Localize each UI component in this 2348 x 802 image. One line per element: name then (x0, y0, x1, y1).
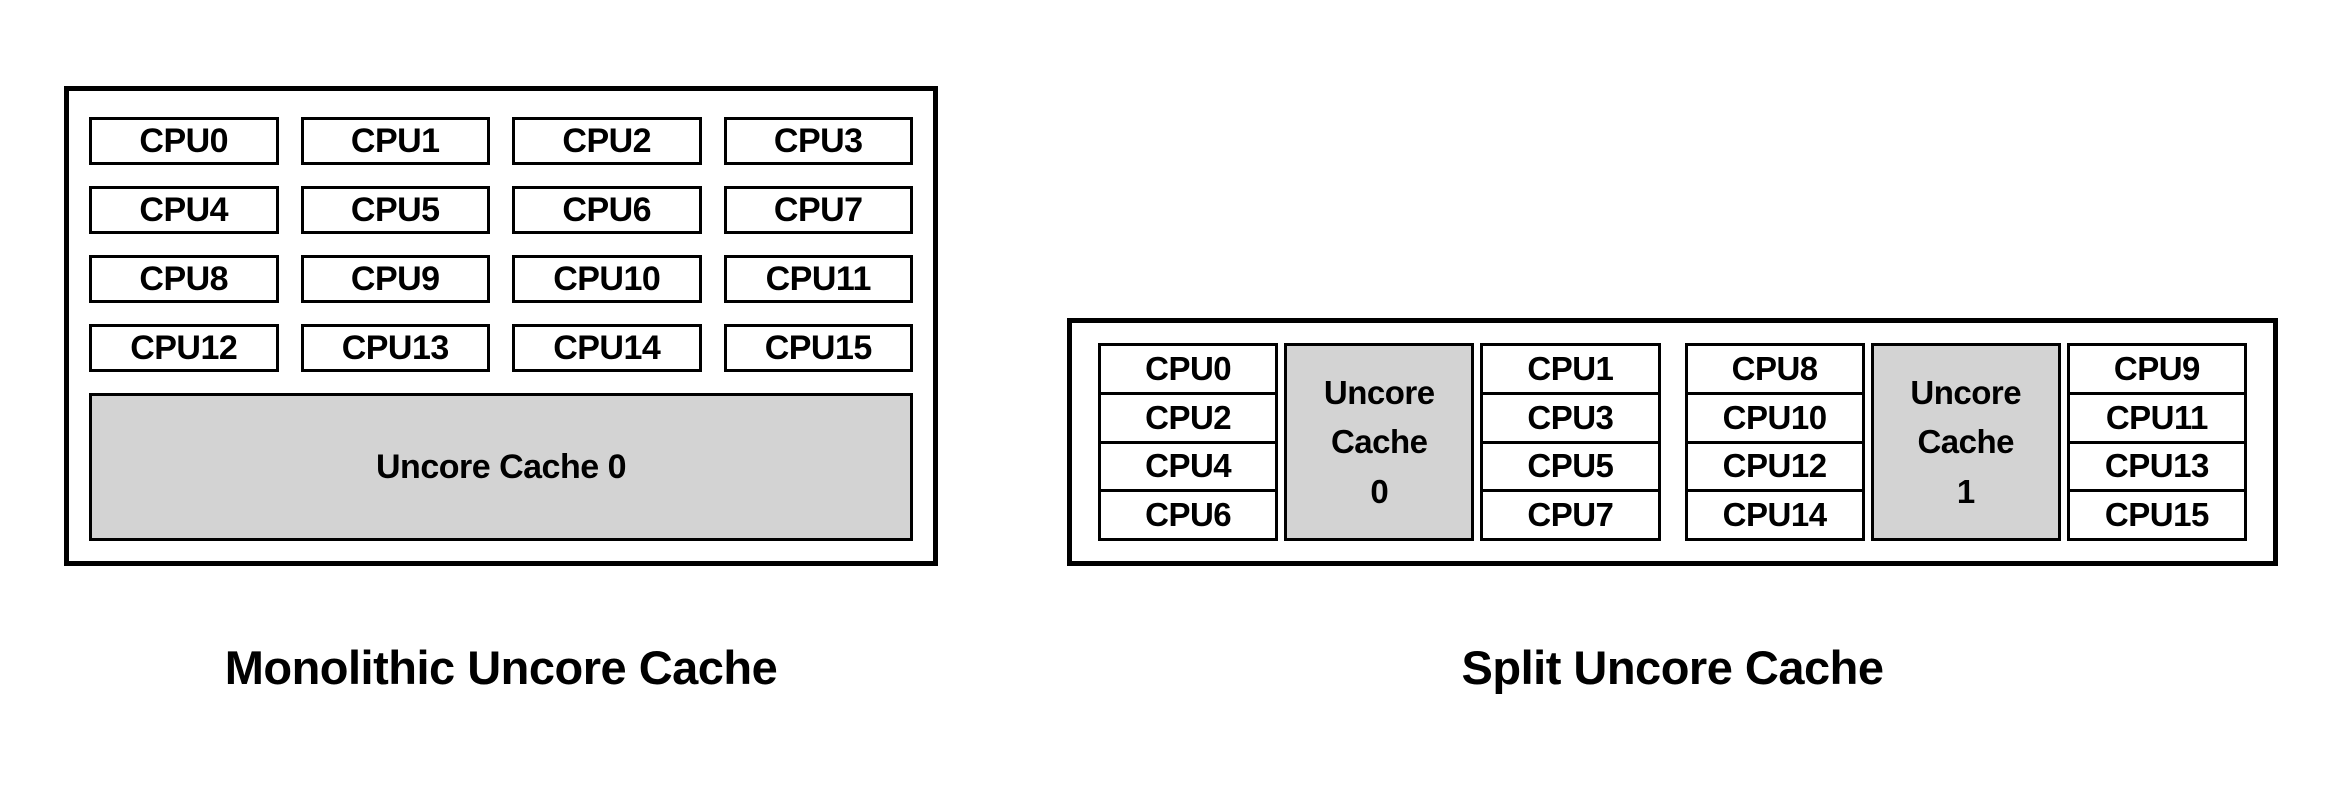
cpu-box: CPU3 (723, 117, 913, 165)
cpu-cell: CPU10 (1684, 391, 1865, 444)
cpu-box: CPU2 (512, 117, 702, 165)
cpu-box: CPU0 (89, 117, 279, 165)
cpu-cell: CPU9 (2066, 343, 2247, 395)
cpu-box: CPU6 (512, 186, 702, 234)
uncore-cache-0-box-split: Uncore Cache 0 (1284, 343, 1475, 541)
cpu-cell: CPU7 (1480, 489, 1661, 541)
cpu-cell: CPU8 (1684, 343, 1865, 395)
cpu-box: CPU11 (723, 255, 913, 303)
cpu-cell: CPU13 (2066, 440, 2247, 493)
uncore-cache-1-box-split: Uncore Cache 1 (1870, 343, 2061, 541)
cpu-cell: CPU1 (1480, 343, 1661, 395)
cpu-cell: CPU12 (1684, 440, 1865, 493)
cpu-cell: CPU14 (1684, 489, 1865, 541)
split-diagram: CPU0 CPU2 CPU4 CPU6 Uncore Cache 0 CPU1 … (1067, 318, 2278, 566)
monolithic-caption: Monolithic Uncore Cache (224, 641, 778, 694)
cluster-0-right-column: CPU1 CPU3 CPU5 CPU7 (1480, 343, 1661, 541)
cluster-0-left-column: CPU0 CPU2 CPU4 CPU6 (1098, 343, 1279, 541)
cpu-cell: CPU3 (1480, 391, 1661, 444)
cpu-box: CPU10 (512, 255, 702, 303)
cpu-box: CPU7 (723, 186, 913, 234)
cpu-cell: CPU5 (1480, 440, 1661, 493)
monolithic-diagram: CPU0 CPU1 CPU2 CPU3 CPU4 CPU5 CPU6 CPU7 … (64, 86, 938, 566)
cpu-box: CPU4 (89, 186, 279, 234)
split-cluster-1: CPU8 CPU10 CPU12 CPU14 Uncore Cache 1 CP… (1684, 343, 2247, 541)
cpu-cell: CPU6 (1098, 489, 1279, 541)
cpu-cell: CPU15 (2066, 489, 2247, 541)
cpu-box: CPU12 (89, 324, 279, 372)
cpu-box: CPU9 (300, 255, 490, 303)
cpu-cell: CPU4 (1098, 440, 1279, 493)
cpu-cell: CPU0 (1098, 343, 1279, 395)
cpu-box: CPU8 (89, 255, 279, 303)
cpu-box: CPU13 (300, 324, 490, 372)
cpu-cell: CPU11 (2066, 391, 2247, 444)
cluster-1-left-column: CPU8 CPU10 CPU12 CPU14 (1684, 343, 1865, 541)
monolithic-cpu-grid: CPU0 CPU1 CPU2 CPU3 CPU4 CPU5 CPU6 CPU7 … (89, 117, 913, 372)
cpu-box: CPU15 (723, 324, 913, 372)
cpu-cell: CPU2 (1098, 391, 1279, 444)
uncore-cache-0-box: Uncore Cache 0 (89, 393, 913, 541)
split-cluster-0: CPU0 CPU2 CPU4 CPU6 Uncore Cache 0 CPU1 … (1098, 343, 1661, 541)
cpu-box: CPU1 (300, 117, 490, 165)
cluster-1-right-column: CPU9 CPU11 CPU13 CPU15 (2066, 343, 2247, 541)
split-caption: Split Uncore Cache (1461, 641, 1884, 694)
cpu-box: CPU5 (300, 186, 490, 234)
cpu-box: CPU14 (512, 324, 702, 372)
